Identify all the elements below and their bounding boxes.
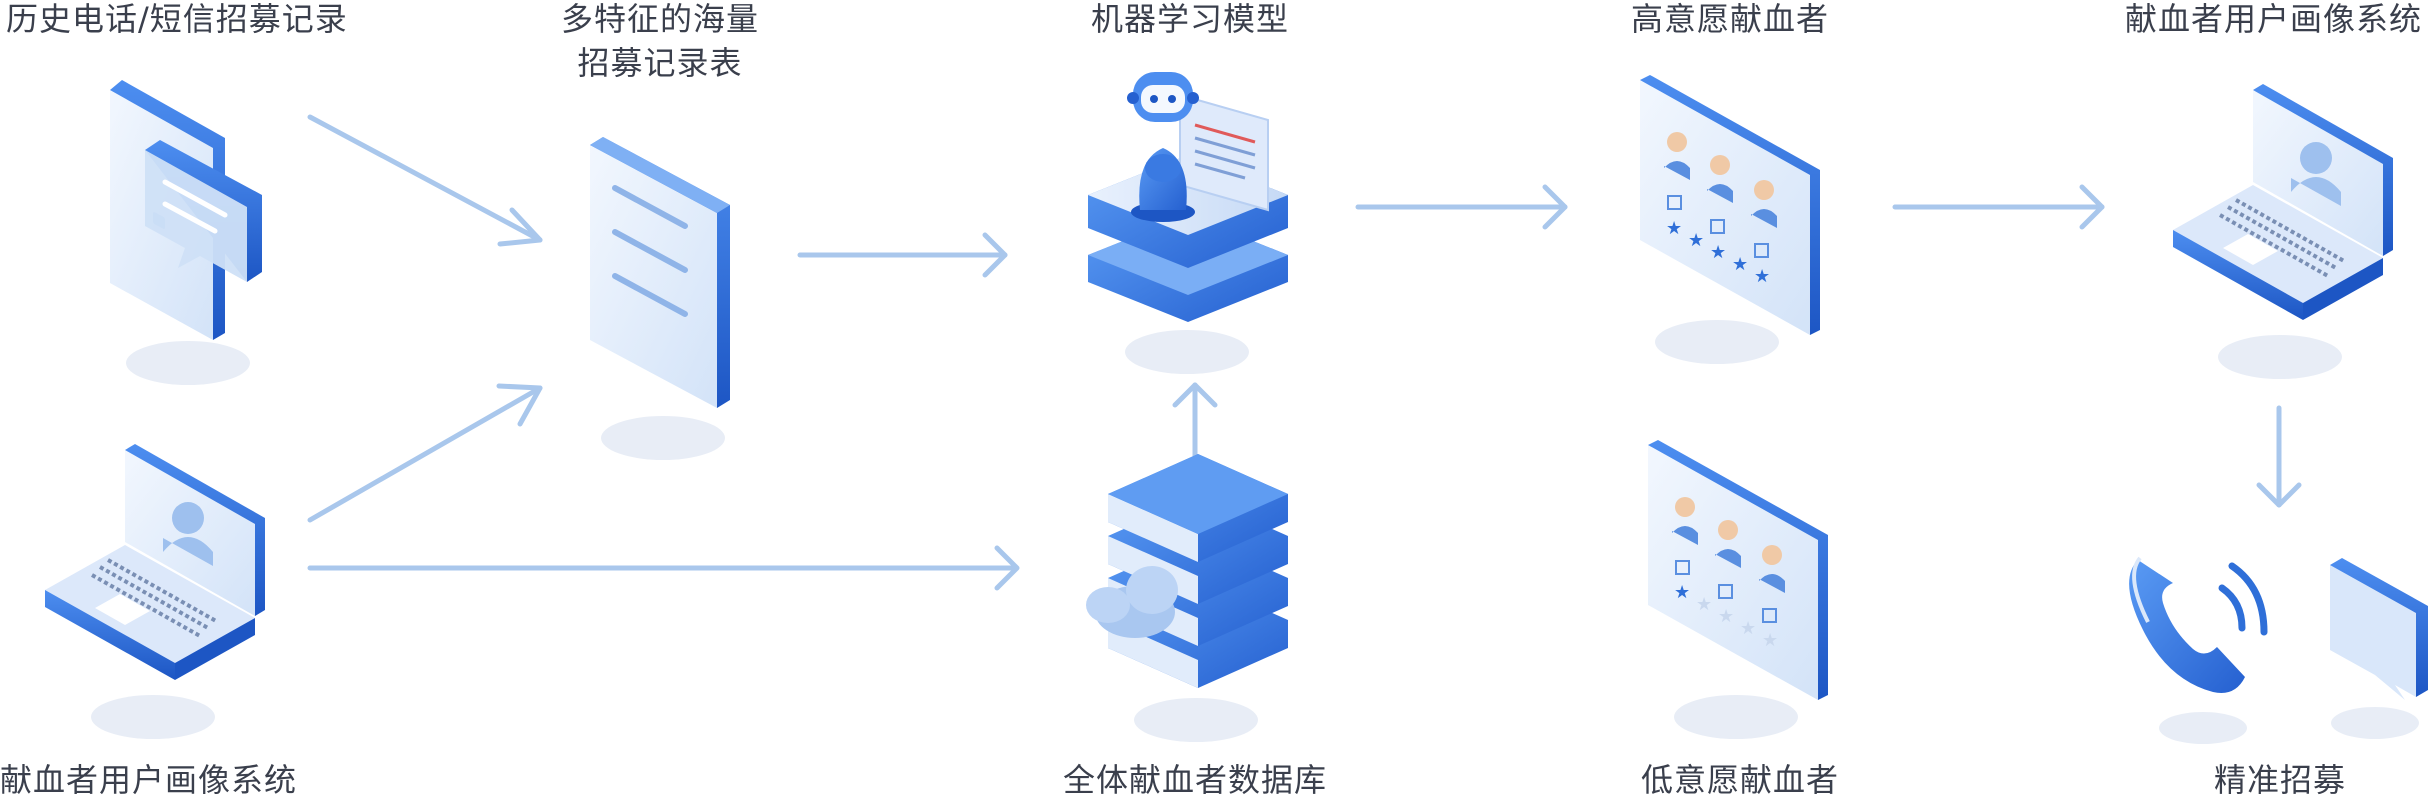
label-massive-records: 多特征的海量 招募记录表 [530, 0, 790, 85]
ground-shadows [91, 320, 2419, 744]
arrow-profile-to-database [307, 545, 1020, 591]
server-database-icon [1086, 454, 1288, 688]
svg-text:★: ★ [1674, 582, 1690, 603]
svg-text:★: ★ [1688, 230, 1704, 251]
arrow-profile-to-records [307, 383, 543, 523]
label-history-records: 历史电话/短信招募记录 [6, 0, 348, 38]
svg-text:★: ★ [1754, 266, 1770, 287]
svg-text:★: ★ [1666, 218, 1682, 239]
low-intent-board-icon: ★ ★ ★ ★ ★ [1648, 440, 1828, 700]
label-high-intent-donors: 高意愿献血者 [1630, 0, 1829, 38]
phone-call-icon [2129, 556, 2268, 693]
high-intent-board-icon: ★ ★ ★ ★ ★ [1640, 75, 1820, 335]
svg-text:★: ★ [1740, 618, 1756, 639]
message-bubble-icon [2330, 558, 2428, 700]
document-icon [590, 137, 730, 408]
svg-text:★: ★ [1718, 606, 1734, 627]
arrow-history-to-records [307, 114, 543, 247]
svg-text:★: ★ [1732, 254, 1748, 275]
label-donor-profile-system-left: 献血者用户画像系统 [0, 761, 298, 799]
label-massive-records-line1: 多特征的海量 [560, 0, 759, 38]
svg-text:★: ★ [1696, 594, 1712, 615]
arrow-records-to-model [797, 232, 1008, 278]
svg-text:★: ★ [1762, 630, 1778, 651]
arrow-high-intent-to-profile [1892, 184, 2105, 230]
label-donor-database: 全体献血者数据库 [1062, 761, 1327, 799]
svg-text:★: ★ [1710, 242, 1726, 263]
donor-avatars [1667, 132, 1774, 200]
arrows [307, 114, 2302, 591]
label-low-intent-donors: 低意愿献血者 [1640, 761, 1839, 799]
server-unit-top [1108, 454, 1288, 562]
laptop-icon-left [45, 444, 265, 680]
arrow-database-to-model [1172, 382, 1218, 461]
label-ml-model: 机器学习模型 [1090, 0, 1289, 38]
label-massive-records-line2: 招募记录表 [577, 44, 743, 82]
laptop-icon-right [2173, 84, 2393, 320]
arrow-model-to-high-intent [1355, 184, 1568, 230]
arrow-profile-to-recruitment [2256, 405, 2302, 508]
robot-model-icon [1088, 72, 1288, 322]
label-precise-recruitment: 精准招募 [2213, 761, 2346, 799]
label-donor-profile-system-right: 献血者用户画像系统 [2125, 0, 2423, 38]
phone-sms-icon [110, 80, 262, 340]
cloud-icon [1086, 566, 1178, 638]
